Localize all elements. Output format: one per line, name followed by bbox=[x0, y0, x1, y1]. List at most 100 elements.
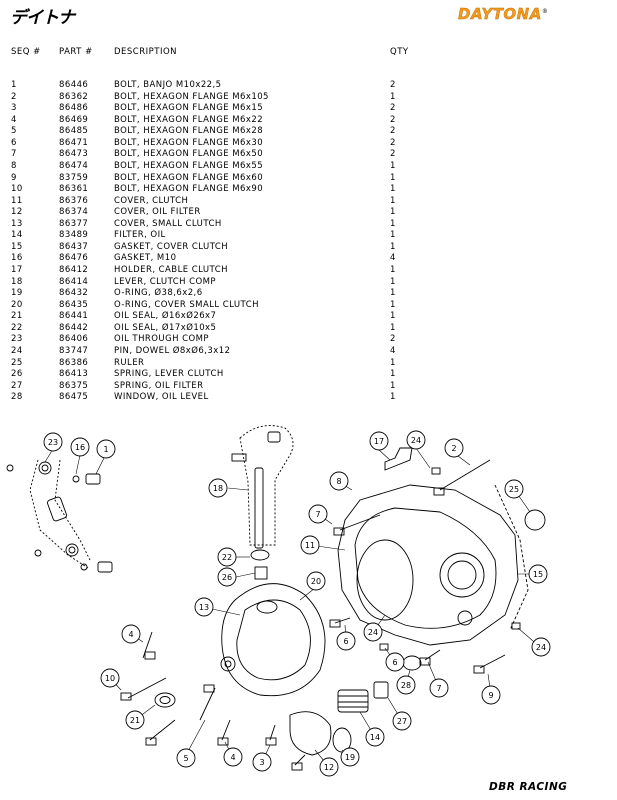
svg-text:22: 22 bbox=[222, 553, 232, 562]
description-cell: BOLT, HEXAGON FLANGE M6x22 bbox=[114, 114, 264, 125]
seq-cell: 6 bbox=[11, 137, 17, 148]
seq-cell: 27 bbox=[11, 380, 23, 391]
description-cell: WINDOW, OIL LEVEL bbox=[114, 392, 209, 403]
svg-text:4: 4 bbox=[230, 753, 235, 762]
oil-through-group bbox=[6, 459, 113, 573]
svg-text:11: 11 bbox=[305, 541, 315, 550]
seq-cell: 1 bbox=[11, 80, 17, 90]
callout-6: 26 bbox=[217, 567, 237, 587]
exploded-parts-diagram: 23 16 1 18 22 26 20 13 17 24 2 8 7 11 25… bbox=[6, 425, 551, 777]
description-cell: LEVER, CLUTCH COMP bbox=[114, 276, 216, 287]
part-number-cell: 86386 bbox=[59, 357, 89, 368]
qty-cell: 1 bbox=[390, 392, 396, 403]
callout-29: 28 bbox=[396, 675, 416, 695]
qty-cell: 1 bbox=[390, 230, 396, 241]
lever-clutch-group bbox=[231, 425, 294, 580]
callout-32: 9 bbox=[481, 685, 501, 705]
description-cell: BOLT, HEXAGON FLANGE M6x15 bbox=[114, 103, 264, 114]
svg-text:15: 15 bbox=[533, 570, 543, 579]
daytona-katakana-logo: デイトナ bbox=[10, 8, 75, 28]
callout-31: 6 bbox=[385, 652, 405, 672]
qty-cell: 2 bbox=[390, 103, 396, 114]
callout-22: 5 bbox=[176, 748, 196, 768]
svg-text:6: 6 bbox=[343, 637, 348, 646]
part-number-cell: 86475 bbox=[59, 392, 89, 403]
callout-8: 13 bbox=[194, 597, 214, 617]
part-number-cell: 86486 bbox=[59, 103, 89, 114]
seq-cell: 8 bbox=[11, 160, 17, 171]
qty-cell: 1 bbox=[390, 276, 396, 287]
column-header-qty: QTY bbox=[390, 47, 409, 57]
qty-cell: 1 bbox=[390, 322, 396, 333]
svg-text:4: 4 bbox=[128, 630, 133, 639]
svg-text:14: 14 bbox=[370, 733, 380, 742]
part-number-cell: 86473 bbox=[59, 149, 89, 160]
part-number-cell: 86376 bbox=[59, 195, 89, 206]
seq-cell: 25 bbox=[11, 357, 23, 368]
column-header-description: DESCRIPTION bbox=[114, 47, 178, 57]
svg-text:7: 7 bbox=[436, 684, 441, 693]
svg-text:8: 8 bbox=[336, 477, 341, 486]
svg-text:23: 23 bbox=[48, 438, 58, 447]
callout-18: 6 bbox=[336, 631, 356, 651]
qty-cell: 1 bbox=[390, 160, 396, 171]
svg-text:27: 27 bbox=[397, 717, 407, 726]
dbr-racing-logo: DBR RACING bbox=[489, 781, 568, 793]
qty-cell: 1 bbox=[390, 184, 396, 195]
callout-9: 17 bbox=[369, 431, 389, 451]
part-number-cell: 86375 bbox=[59, 380, 89, 391]
qty-cell: 1 bbox=[390, 241, 396, 252]
svg-text:24: 24 bbox=[536, 643, 546, 652]
qty-cell: 4 bbox=[390, 345, 396, 356]
oil-level-window bbox=[524, 509, 546, 531]
column-header-seq: SEQ # bbox=[11, 47, 41, 57]
svg-text:19: 19 bbox=[345, 753, 355, 762]
callout-7: 20 bbox=[306, 571, 326, 591]
part-number-cell: 86441 bbox=[59, 311, 89, 322]
svg-text:2: 2 bbox=[451, 444, 456, 453]
part-number-cell: 86377 bbox=[59, 218, 89, 229]
svg-text:5: 5 bbox=[183, 754, 188, 763]
seq-cell: 4 bbox=[11, 114, 17, 125]
svg-text:9: 9 bbox=[488, 691, 493, 700]
svg-text:24: 24 bbox=[368, 628, 378, 637]
callout-21: 21 bbox=[125, 710, 145, 730]
seq-cell: 20 bbox=[11, 299, 23, 310]
callout-16: 15 bbox=[528, 564, 548, 584]
description-cell: OIL SEAL, Ø17xØ10x5 bbox=[114, 322, 217, 333]
qty-cell: 4 bbox=[390, 253, 396, 264]
seq-cell: 9 bbox=[11, 172, 17, 183]
description-cell: GASKET, M10 bbox=[114, 253, 177, 264]
callout-3: 1 bbox=[96, 439, 116, 459]
callout-26: 19 bbox=[340, 747, 360, 767]
part-number-cell: 86362 bbox=[59, 91, 89, 102]
svg-text:24: 24 bbox=[411, 436, 421, 445]
part-number-cell: 86374 bbox=[59, 207, 89, 218]
callout-2: 16 bbox=[70, 437, 90, 457]
bolts-group bbox=[120, 459, 521, 771]
part-number-cell: 86412 bbox=[59, 265, 89, 275]
description-cell: O-RING, Ø38,6x2,6 bbox=[114, 288, 203, 299]
description-cell: BOLT, HEXAGON FLANGE M6x50 bbox=[114, 149, 264, 160]
qty-cell: 2 bbox=[390, 137, 396, 148]
callout-1: 23 bbox=[43, 432, 63, 452]
cable-holder bbox=[384, 447, 413, 471]
description-cell: COVER, OIL FILTER bbox=[114, 207, 201, 218]
svg-text:20: 20 bbox=[311, 577, 321, 586]
part-number-cell: 86406 bbox=[59, 334, 89, 345]
description-cell: O-RING, COVER SMALL CLUTCH bbox=[114, 299, 259, 310]
qty-cell: 1 bbox=[390, 207, 396, 218]
seq-cell: 12 bbox=[11, 207, 23, 218]
part-number-cell: 86437 bbox=[59, 241, 89, 252]
part-number-cell: 86476 bbox=[59, 253, 89, 264]
